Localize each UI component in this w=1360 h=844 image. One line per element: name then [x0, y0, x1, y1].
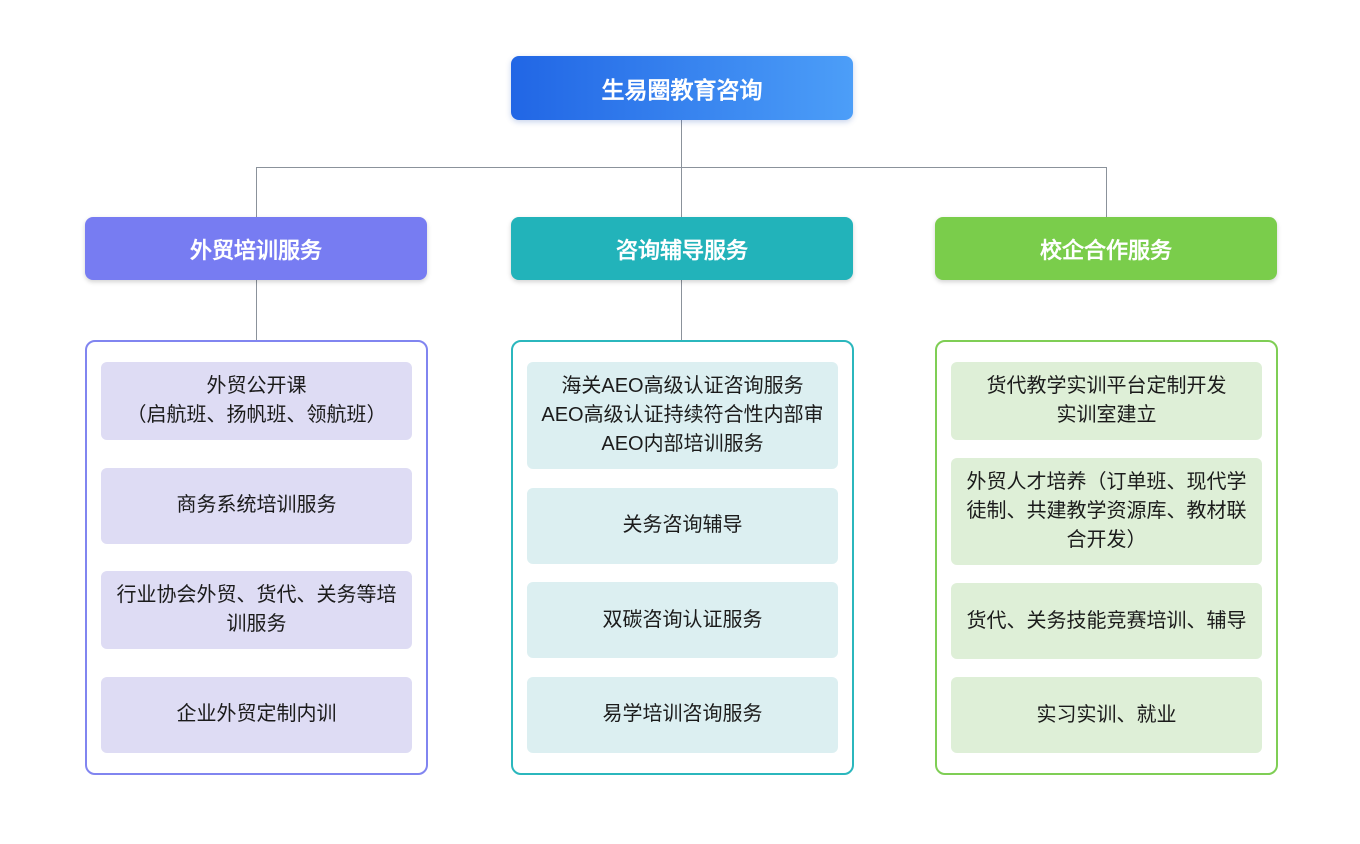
branch-header-label: 外贸培训服务 — [189, 237, 322, 263]
leaf-node: 行业协会外贸、货代、关务等培训服务 — [101, 571, 412, 650]
leaf-node: 外贸人才培养（订单班、现代学徒制、共建教学资源库、教材联合开发） — [951, 458, 1262, 565]
connector-root-to-rail — [681, 120, 682, 168]
branch-header-trade-training: 外贸培训服务 — [85, 217, 427, 280]
leaf-node: 企业外贸定制内训 — [101, 676, 412, 753]
leaf-node: 易学培训咨询服务 — [527, 676, 838, 753]
connector-branch-2-to-box — [681, 280, 682, 341]
leaf-node: 实习实训、就业 — [951, 677, 1262, 753]
connector-branch-1-to-box — [256, 280, 257, 341]
branch-header-school-enterprise: 校企合作服务 — [935, 217, 1277, 280]
leaf-node: 货代教学实训平台定制开发 实训室建立 — [951, 362, 1262, 440]
branch-box-consulting: 海关AEO高级认证咨询服务 AEO高级认证持续符合性内部审 AEO内部培训服务 … — [511, 340, 854, 775]
leaf-node: 商务系统培训服务 — [101, 467, 412, 544]
connector-rail-to-branch-1 — [256, 167, 257, 218]
leaf-node: 关务咨询辅导 — [527, 487, 838, 564]
leaf-node: 海关AEO高级认证咨询服务 AEO高级认证持续符合性内部审 AEO内部培训服务 — [527, 362, 838, 469]
root-node: 生易圈教育咨询 — [511, 56, 853, 120]
leaf-node: 货代、关务技能竞赛培训、辅导 — [951, 583, 1262, 659]
branch-header-label: 校企合作服务 — [1039, 237, 1172, 263]
branch-box-school-enterprise: 货代教学实训平台定制开发 实训室建立 外贸人才培养（订单班、现代学徒制、共建教学… — [935, 340, 1278, 775]
branch-header-consulting: 咨询辅导服务 — [511, 217, 853, 280]
leaf-node: 外贸公开课 （启航班、扬帆班、领航班） — [101, 362, 412, 440]
connector-rail-to-branch-3 — [1106, 167, 1107, 218]
branch-box-trade-training: 外贸公开课 （启航班、扬帆班、领航班） 商务系统培训服务 行业协会外贸、货代、关… — [85, 340, 428, 775]
connector-rail-to-branch-2 — [681, 167, 682, 218]
leaf-node: 双碳咨询认证服务 — [527, 582, 838, 659]
root-node-label: 生易圈教育咨询 — [601, 77, 763, 103]
branch-header-label: 咨询辅导服务 — [615, 237, 748, 263]
